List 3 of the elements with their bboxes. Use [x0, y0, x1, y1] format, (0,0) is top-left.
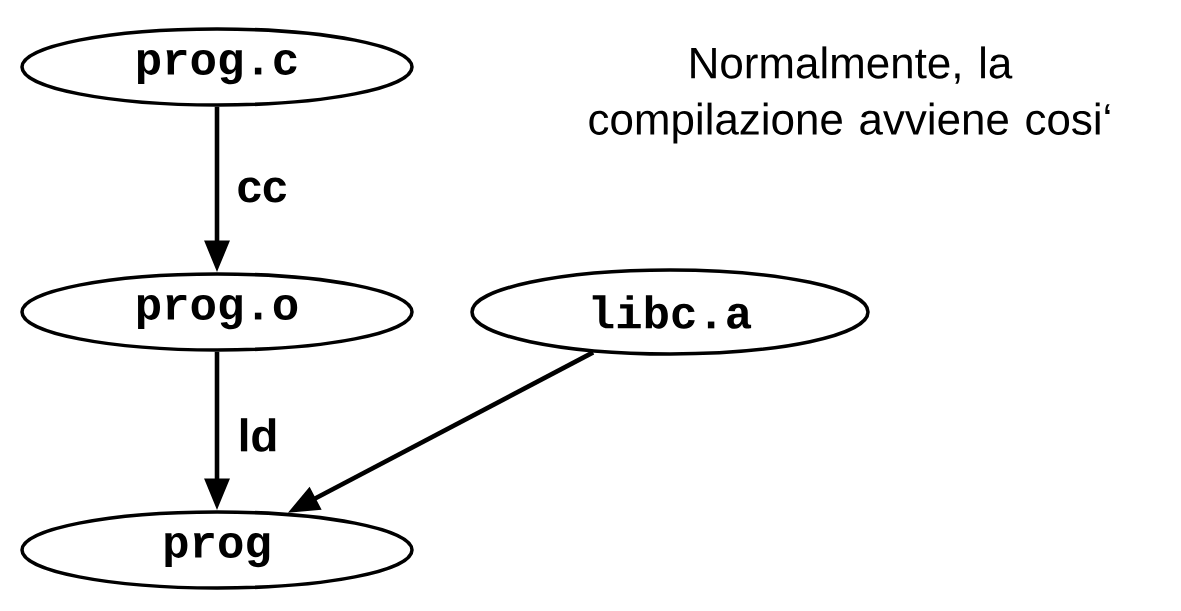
- edge-label: ld: [240, 418, 276, 452]
- edge-label: cc: [238, 177, 287, 203]
- note-text: Normalmente, la compilazione avviene cosi‘: [589, 46, 1110, 144]
